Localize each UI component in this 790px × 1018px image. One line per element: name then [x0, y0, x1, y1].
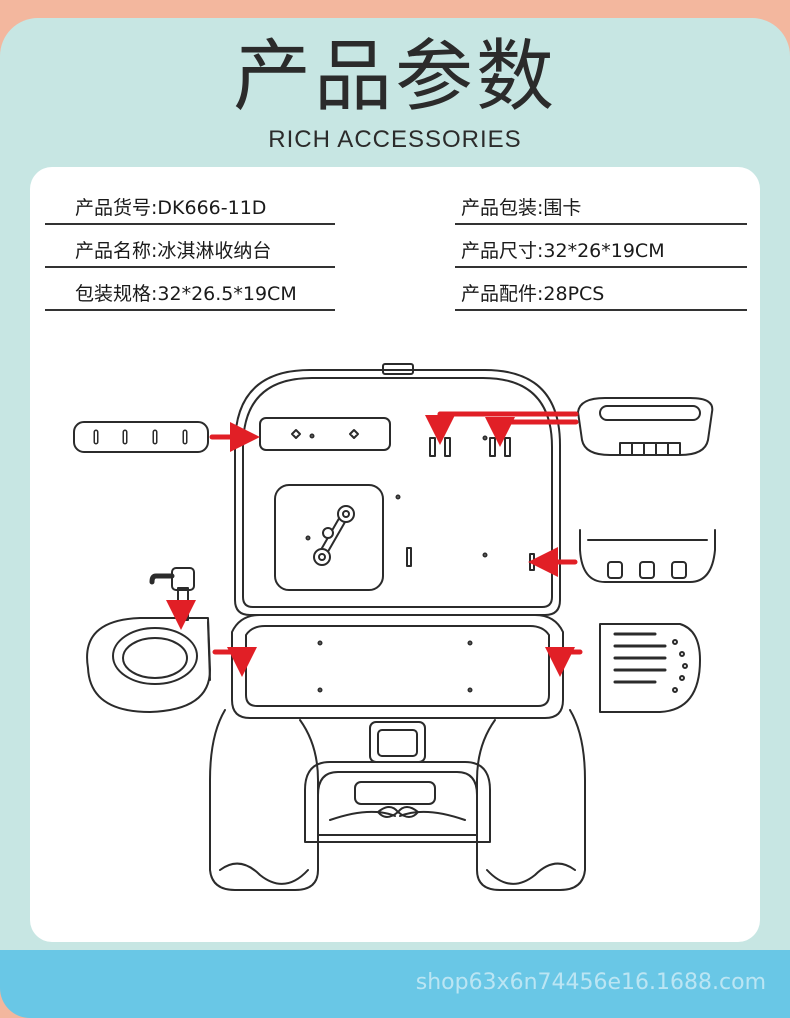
- spec-package-size: 包装规格:32*26.5*19CM: [75, 283, 297, 305]
- mount-plate: [259, 417, 391, 451]
- lid: [234, 363, 561, 616]
- spec-row-2-left: 产品名称:冰淇淋收纳台: [45, 236, 335, 268]
- vanity-base: [209, 614, 586, 891]
- shelf-basket: [579, 529, 716, 583]
- spec-row-2-right: 产品尺寸:32*26*19CM: [455, 236, 747, 268]
- spec-item-number: 产品货号:DK666-11D: [75, 197, 267, 219]
- assembly-arrows: [166, 411, 583, 677]
- spec-row-1-right: 产品包装:围卡: [455, 193, 747, 225]
- spec-card: [30, 167, 760, 942]
- spec-packaging: 产品包装:围卡: [461, 197, 582, 219]
- page-title: 产品参数: [232, 32, 557, 122]
- spec-row-3-right: 产品配件:28PCS: [455, 279, 747, 311]
- mirror-panel: [274, 484, 384, 591]
- page-subtitle: RICH ACCESSORIES: [268, 126, 522, 153]
- footer-url: shop63x6n74456e16.1688.com: [415, 970, 766, 995]
- product-diagram: [73, 363, 716, 891]
- spec-row-3-left: 包装规格:32*26.5*19CM: [45, 279, 335, 311]
- footer-band: [0, 950, 790, 1018]
- hook-strip: [73, 421, 209, 453]
- cosmetic-tray: [599, 623, 701, 713]
- basin: [86, 567, 211, 713]
- spec-product-size: 产品尺寸:32*26*19CM: [461, 240, 665, 262]
- soap-dish: [577, 397, 714, 456]
- spec-row-1-left: 产品货号:DK666-11D: [45, 193, 335, 225]
- spec-accessories: 产品配件:28PCS: [461, 283, 605, 305]
- spec-product-name: 产品名称:冰淇淋收纳台: [75, 240, 272, 262]
